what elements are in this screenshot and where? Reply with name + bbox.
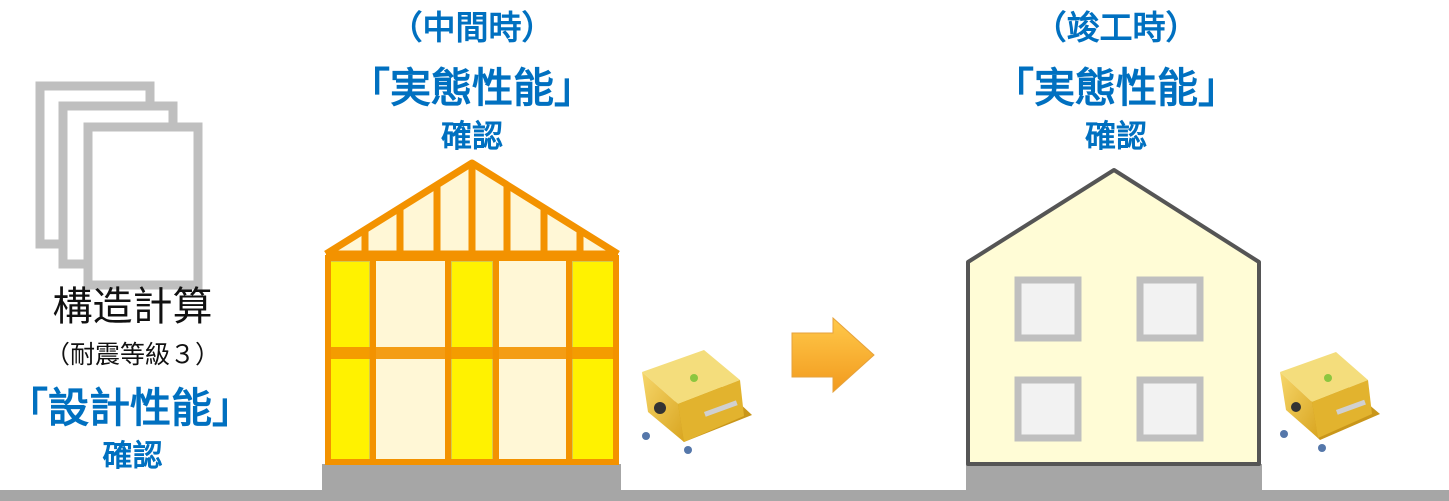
seismic-sensor-device xyxy=(642,350,752,454)
right-stage-label: （竣工時） xyxy=(1033,8,1199,47)
middle-stage-label: （中間時） xyxy=(389,8,555,47)
seismic-sensor-device xyxy=(1280,352,1380,452)
design-confirm-label: 確認 xyxy=(102,439,163,474)
progress-arrow xyxy=(791,316,875,394)
middle-actual-performance-label: 「実態性能」 xyxy=(349,64,595,112)
middle-confirm-label: 確認 xyxy=(441,119,503,155)
seismic-grade-label: （耐震等級３） xyxy=(44,340,220,369)
ground-line xyxy=(0,490,1449,501)
structure-calc-label: 構造計算 xyxy=(52,284,213,330)
frame-house-illustration xyxy=(322,159,621,490)
document-stack-icon xyxy=(35,81,203,290)
design-performance-label: 「設計性能」 xyxy=(7,384,253,432)
right-actual-performance-label: 「実態性能」 xyxy=(993,64,1239,112)
completed-house-illustration xyxy=(966,168,1262,490)
right-confirm-label: 確認 xyxy=(1085,119,1147,155)
